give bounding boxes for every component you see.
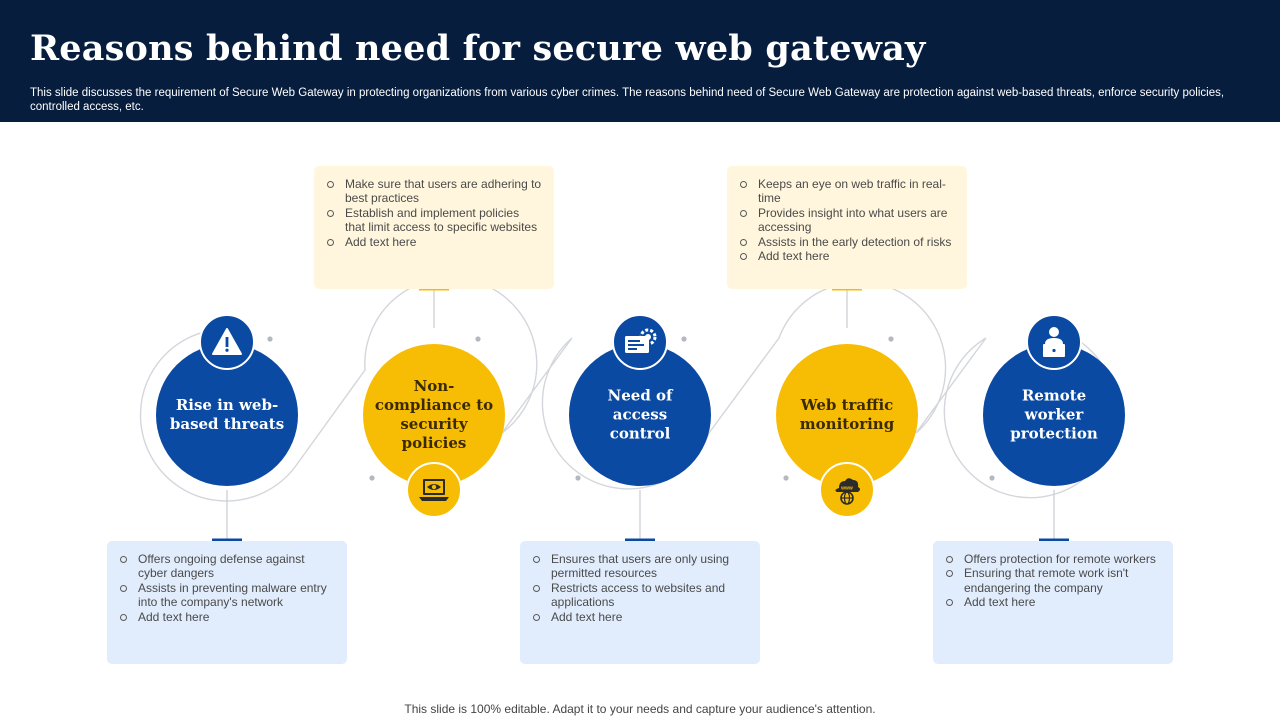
callout-lines xyxy=(226,290,1055,540)
node-circle-1 xyxy=(156,344,298,486)
connector-dots xyxy=(267,336,995,481)
node-circle-5 xyxy=(983,344,1125,486)
bullet-item: Ensures that users are only using permit… xyxy=(532,552,748,581)
node-label-1: Rise in web-based threats xyxy=(169,396,285,433)
bullet-item: Assists in preventing malware entry into… xyxy=(119,581,335,610)
bullet-item: Offers ongoing defense against cyber dan… xyxy=(119,552,335,581)
svg-text:www: www xyxy=(840,486,853,492)
bullet-item: Add text here xyxy=(532,610,748,624)
bullet-item: Assists in the early detection of risks xyxy=(739,235,955,249)
callout-accents xyxy=(212,287,1069,542)
node-label-4: Web traffic monitoring xyxy=(799,396,895,433)
header-bar: Reasons behind need for secure web gatew… xyxy=(0,0,1280,122)
bullet-item: Establish and implement policies that li… xyxy=(326,206,542,235)
callout-box-3: Ensures that users are only using permit… xyxy=(520,541,760,664)
slide-title: Reasons behind need for secure web gatew… xyxy=(30,28,926,69)
bullet-item: Ensuring that remote work isn't endanger… xyxy=(945,566,1161,595)
node-label-5: Remote worker protection xyxy=(1010,386,1098,443)
node-circle-4 xyxy=(776,344,918,486)
wave-connector xyxy=(139,277,1117,502)
bullet-item: Provides insight into what users are acc… xyxy=(739,206,955,235)
callout-box-1: Offers ongoing defense against cyber dan… xyxy=(107,541,347,664)
bullet-list-5: Offers protection for remote workers Ens… xyxy=(945,552,1161,610)
bullet-list-4: Keeps an eye on web traffic in real-time… xyxy=(739,177,955,263)
footer-note: This slide is 100% editable. Adapt it to… xyxy=(404,702,876,716)
node-label-2: Non-compliance to security policies xyxy=(374,377,494,452)
settings-panel-icon xyxy=(612,314,668,370)
node-circle-2 xyxy=(363,344,505,486)
callout-box-5: Offers protection for remote workers Ens… xyxy=(933,541,1173,664)
bullet-item: Add text here xyxy=(739,249,955,263)
callout-box-4: Keeps an eye on web traffic in real-time… xyxy=(727,166,967,289)
remote-worker-icon xyxy=(1026,314,1082,370)
bullet-item: Keeps an eye on web traffic in real-time xyxy=(739,177,955,206)
bullet-item: Make sure that users are adhering to bes… xyxy=(326,177,542,206)
bullet-list-1: Offers ongoing defense against cyber dan… xyxy=(119,552,335,624)
bullet-list-2: Make sure that users are adhering to bes… xyxy=(326,177,542,249)
bullet-item: Restricts access to websites and applica… xyxy=(532,581,748,610)
warning-icon xyxy=(199,314,255,370)
bullet-item: Offers protection for remote workers xyxy=(945,552,1161,566)
bullet-list-3: Ensures that users are only using permit… xyxy=(532,552,748,624)
laptop-eye-icon xyxy=(406,462,462,518)
node-label-3: Need of access control xyxy=(607,386,673,443)
node-circle-3 xyxy=(569,344,711,486)
bullet-item: Add text here xyxy=(326,235,542,249)
bullet-item: Add text here xyxy=(945,595,1161,609)
www-globe-icon: www xyxy=(819,462,875,518)
bullet-item: Add text here xyxy=(119,610,335,624)
callout-box-2: Make sure that users are adhering to bes… xyxy=(314,166,554,289)
slide-subtitle: This slide discusses the requirement of … xyxy=(30,87,1225,113)
